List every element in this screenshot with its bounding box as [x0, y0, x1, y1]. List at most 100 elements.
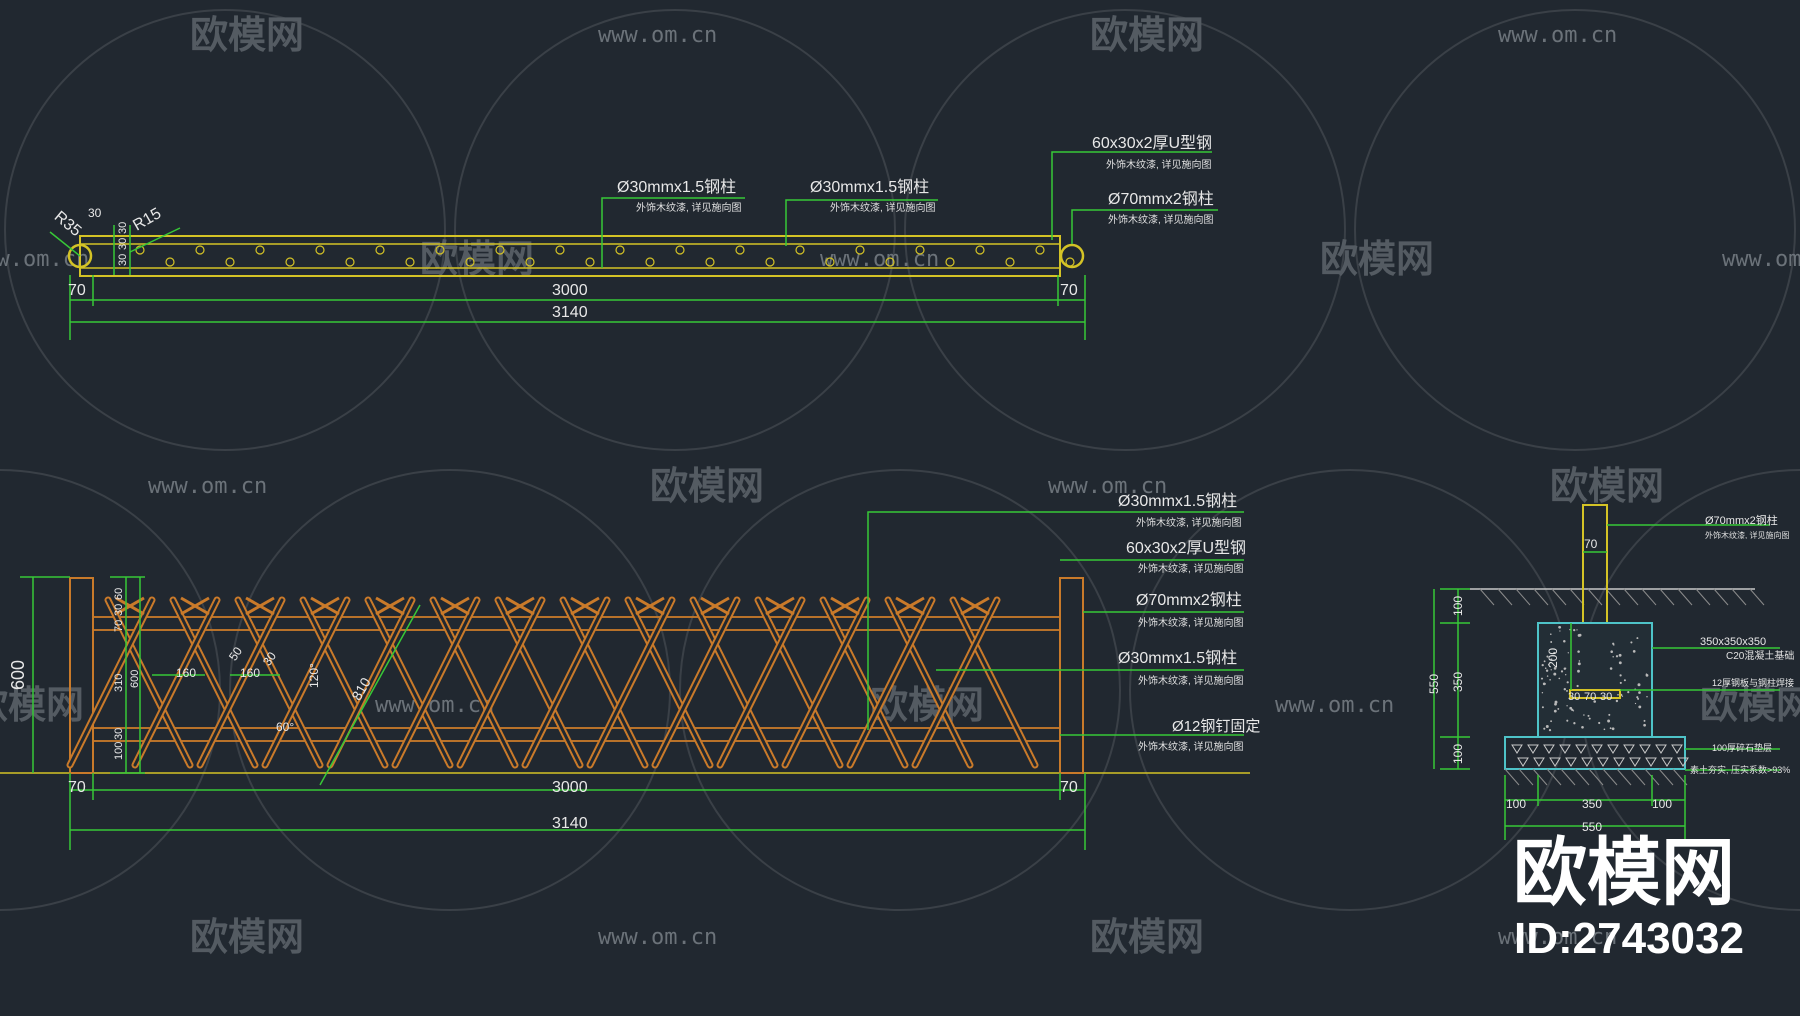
bamboo-tip [765, 596, 795, 616]
watermark-brand: 欧模网 [1090, 15, 1204, 57]
gravel-bed [1504, 736, 1686, 770]
hatch-line [1560, 768, 1576, 786]
post-hole [855, 245, 865, 255]
watermark-brand: 欧模网 [190, 917, 304, 959]
embed-depth: 200 [1546, 648, 1560, 668]
bamboo-pole-core [393, 598, 479, 767]
gravel-mark [1671, 744, 1683, 754]
speckle-dot [1619, 681, 1622, 684]
total-depth: 550 [1427, 674, 1441, 694]
bamboo-pole-core [133, 598, 219, 767]
speckle-dot [1613, 644, 1615, 646]
post-hole [555, 245, 565, 255]
bamboo-pole-core [821, 598, 907, 767]
id-number: ID:2743032 [1514, 914, 1744, 963]
speckle-dot [1637, 697, 1640, 700]
bamboo-tip [310, 596, 340, 616]
gravel-mark [1581, 757, 1593, 767]
watermark-layer: 欧模网 欧模网 欧模网 欧模网 欧模网 欧模网 欧模网 欧模网 欧模网 欧模网 … [0, 15, 1800, 959]
hatch-line [1695, 588, 1711, 606]
speckle-dot [1566, 719, 1569, 722]
post-hole [675, 245, 685, 255]
elevation-view: 600 70 3000 70 3140 60 30 70 310 100 30 … [0, 492, 1260, 850]
post-hole [135, 245, 145, 255]
gravel-mark [1623, 744, 1635, 754]
post-hole [765, 257, 775, 267]
elev-vdim: 600 [129, 670, 141, 688]
speckle-dot [1544, 683, 1546, 685]
hatch-line [1546, 768, 1562, 786]
plan-dimension-lines [69, 275, 1086, 340]
gravel-mark [1645, 757, 1657, 767]
hatch-line [1551, 588, 1567, 606]
speckle-dot [1646, 696, 1648, 698]
hatch-line [1588, 768, 1604, 786]
speckle-dot [1627, 691, 1630, 694]
watermark-brand: 欧模网 [1320, 239, 1434, 281]
misc-label: 50 [226, 644, 245, 663]
speckle-dot [1609, 667, 1613, 670]
speckle-dot [1643, 723, 1646, 727]
bamboo-pole-core [913, 598, 999, 767]
speckle-dot [1566, 681, 1569, 684]
bamboo-pole-core [523, 598, 609, 767]
bamboo-pole-core [626, 598, 712, 767]
elev-callout-leaders [867, 511, 1244, 736]
speckle-dot [1636, 696, 1639, 699]
speckle-dot [1567, 652, 1569, 654]
end-post-left [69, 577, 94, 774]
gravel-mark [1549, 757, 1561, 767]
speckle-dot [1550, 633, 1552, 635]
post-hole [375, 245, 385, 255]
gravel-mark [1655, 744, 1667, 754]
bamboo-pole-core [431, 598, 517, 767]
post-hole [615, 245, 625, 255]
bamboo-pole-core [198, 598, 284, 767]
callout-title: Ø30mmx1.5钢柱 [810, 178, 929, 196]
watermark-url: www.om.cn [0, 247, 89, 272]
gravel-pattern [1511, 744, 1689, 767]
speckle-dot [1587, 714, 1590, 717]
callout-title: Ø12钢钉固定 [1172, 718, 1260, 735]
speckle-dot [1577, 650, 1580, 653]
watermark-brand: 欧模网 [1700, 685, 1800, 727]
spacing-label: 160 [240, 666, 260, 680]
watermark-url: www.om.cn [598, 23, 717, 48]
speckle-dot [1634, 702, 1637, 705]
speckle-dot [1581, 725, 1584, 729]
bamboo-pole-core [236, 598, 322, 767]
bamboo-pole-core [171, 598, 257, 767]
radius-label-right: R15 [130, 205, 164, 234]
bamboo-tip [960, 596, 990, 616]
gravel-mark [1607, 744, 1619, 754]
bamboo-tip [830, 596, 860, 616]
depth-dim: 100 [1451, 596, 1465, 616]
elev-callout: Ø30mmx1.5钢柱 外饰木纹漆, 详见施向图 [1118, 492, 1242, 529]
footing-section-view: 70 200 30 70 30 100 350 100 550 100 350 … [1427, 504, 1794, 840]
inner-dim: 30 [1600, 691, 1612, 703]
speckle-dot [1541, 663, 1544, 667]
speckle-dot [1608, 713, 1611, 716]
post-hole [585, 257, 595, 267]
callout-title: Ø30mmx1.5钢柱 [617, 178, 736, 196]
inner-dim: 70 [1584, 691, 1596, 703]
section-dimension-lines [1433, 524, 1780, 840]
post-hole [165, 257, 175, 267]
callout-note: 外饰木纹漆, 详见施向图 [1136, 516, 1242, 529]
speckle-dot [1588, 717, 1591, 720]
elev-vdim: 310 [113, 674, 125, 692]
id-title: 欧模网 [1513, 831, 1735, 914]
speckle-dot [1566, 705, 1568, 707]
bamboo-lattice [66, 596, 1039, 769]
bottom-dim: 100 [1506, 797, 1526, 811]
section-post-note: 外饰木纹漆, 详见施向图 [1705, 530, 1789, 540]
speckle-dot [1617, 693, 1619, 696]
plan-dim-stack: 30 [117, 254, 129, 266]
hatch-line [1574, 768, 1590, 786]
speckle-dot [1619, 674, 1622, 677]
bamboo-tip [700, 596, 730, 616]
bottom-total: 550 [1582, 820, 1602, 834]
post-hole [735, 245, 745, 255]
